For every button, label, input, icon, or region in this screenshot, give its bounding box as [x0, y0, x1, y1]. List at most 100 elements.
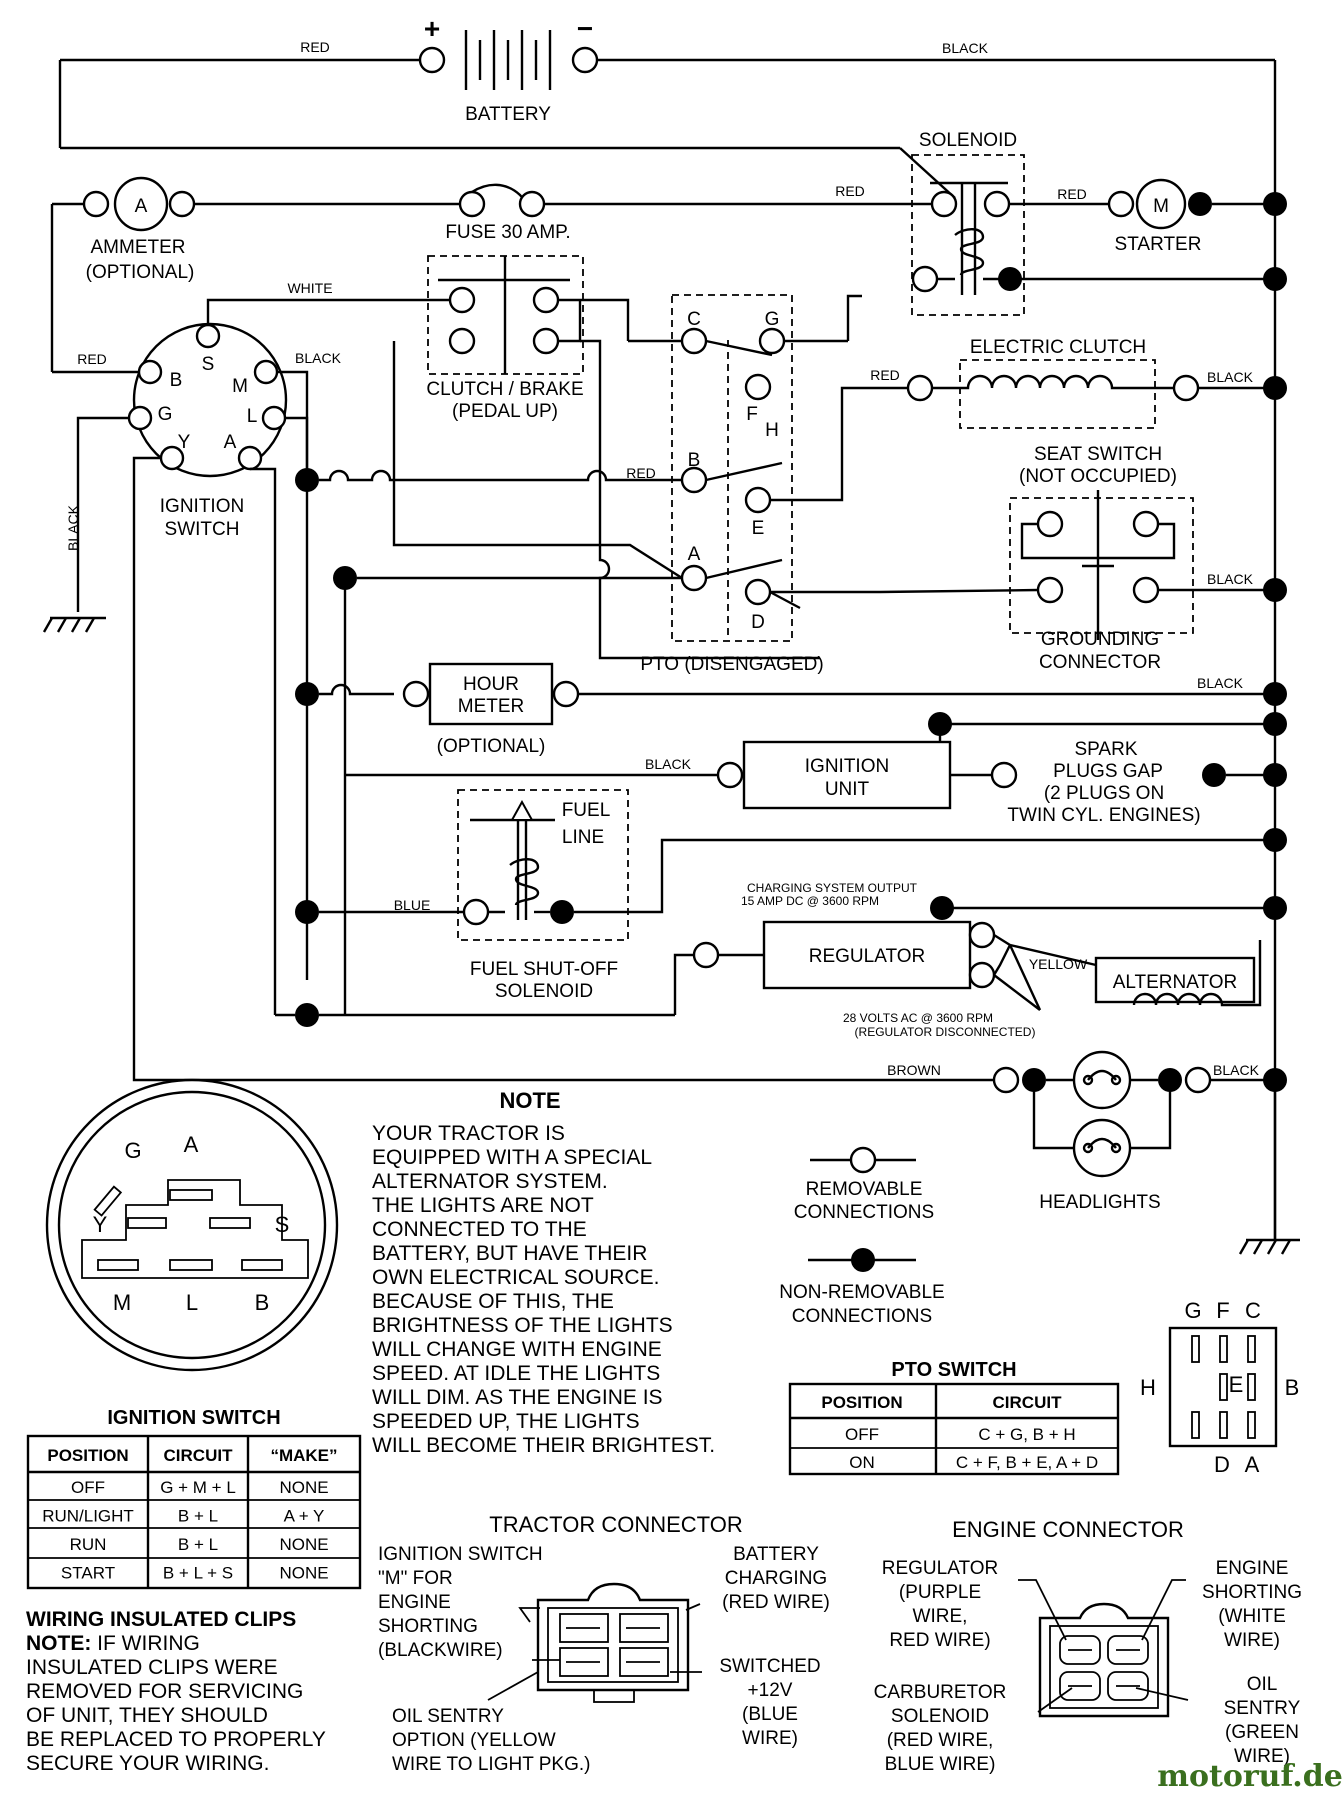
ignition-unit-black: BLACK [645, 756, 692, 772]
engine-connector-text: WIRE) [1224, 1630, 1280, 1651]
ignition-switch: S B M G L Y A IGNITION SWITCH RED WHITE … [65, 280, 342, 551]
spark-line-1: SPARK [1074, 739, 1137, 760]
note-line: BRIGHTNESS OF THE LIGHTS [372, 1314, 673, 1337]
face-ign-y: Y [93, 1212, 108, 1237]
note-line: BATTERY, BUT HAVE THEIR [372, 1242, 647, 1265]
legend-nonremovable-2: CONNECTIONS [792, 1306, 932, 1327]
ign-wire-black-m: BLACK [295, 350, 342, 366]
solenoid: SOLENOID RED RED [835, 130, 1275, 316]
starter: M STARTER [1107, 178, 1275, 255]
ign-term-m: M [232, 376, 248, 397]
table-cell: OFF [845, 1425, 879, 1444]
clips-title: WIRING INSULATED CLIPS [26, 1608, 296, 1631]
clips-note-bold: NOTE: [26, 1632, 91, 1655]
ignition-wiring [42, 298, 994, 1082]
hour-meter: HOUR METER (OPTIONAL) BLACK [402, 662, 1275, 757]
tractor-connector-text: OPTION (YELLOW [392, 1730, 556, 1751]
tractor-connector-text: IGNITION SWITCH [378, 1544, 543, 1565]
engine-connector-text: SOLENOID [891, 1706, 989, 1727]
tractor-connector: TRACTOR CONNECTOR IGNITION SWITCH"M" FOR… [378, 1512, 830, 1775]
tractor-connector-text: ENGINE [378, 1592, 451, 1613]
ground-bus [1238, 192, 1300, 1255]
electric-clutch-red: RED [870, 367, 900, 383]
note-line: SPEEDED UP, THE LIGHTS [372, 1410, 640, 1433]
note-line: ALTERNATOR SYSTEM. [372, 1170, 608, 1193]
engine-connector-text: ENGINE [1216, 1558, 1289, 1579]
table-header: CIRCUIT [993, 1393, 1063, 1412]
table-cell: RUN/LIGHT [42, 1507, 134, 1526]
table-header: POSITION [821, 1393, 902, 1412]
face-ign-l: L [186, 1290, 198, 1315]
battery-minus: − [577, 13, 593, 44]
fuel-solenoid-label-2: SOLENOID [495, 981, 593, 1002]
pto-face-f: F [1216, 1298, 1229, 1323]
pto-label: PTO (DISENGAGED) [640, 654, 823, 675]
seat-switch: SEAT SWITCH (NOT OCCUPIED) BLACK GROUNDI… [770, 444, 1275, 673]
clips-line-5: BE REPLACED TO PROPERLY [26, 1728, 326, 1751]
face-ign-m: M [113, 1290, 131, 1315]
ign-switch-label-2: SWITCH [165, 519, 240, 540]
regulator-label: REGULATOR [809, 946, 926, 967]
fuel-solenoid-label-1: FUEL SHUT-OFF [470, 959, 618, 980]
grounding-label-2: CONNECTOR [1039, 652, 1161, 673]
clips-line-4: OF UNIT, THEY SHOULD [26, 1704, 268, 1727]
legend-removable-1: REMOVABLE [806, 1179, 923, 1200]
solenoid-red-out: RED [1057, 186, 1087, 202]
seat-switch-label-1: SEAT SWITCH [1034, 444, 1162, 465]
ammeter-optional: (OPTIONAL) [86, 262, 195, 283]
note-line: THE LIGHTS ARE NOT [372, 1194, 594, 1217]
ign-switch-label-1: IGNITION [160, 496, 244, 517]
battery: + − BATTERY RED BLACK [58, 13, 1277, 1240]
spark-line-2: PLUGS GAP [1053, 761, 1163, 782]
pto-switch: C G F H B E A D PTO (DISENGAGED) RED [626, 294, 862, 675]
clips-line-6: SECURE YOUR WIRING. [26, 1752, 269, 1775]
table-cell: OFF [71, 1478, 105, 1497]
fuel-line-2: LINE [562, 827, 604, 848]
ignition-table-title: IGNITION SWITCH [107, 1407, 280, 1429]
pto-term-h: H [765, 420, 779, 441]
alternator-note-1: 28 VOLTS AC @ 3600 RPM [843, 1011, 993, 1025]
pto-wire-red: RED [626, 465, 656, 481]
wiring-clips-note: WIRING INSULATED CLIPS NOTE: IF WIRING I… [26, 1608, 326, 1775]
table-cell: B + L [178, 1535, 218, 1554]
engine-connector: ENGINE CONNECTOR REGULATOR(PURPLEWIRE,RE… [874, 1517, 1302, 1775]
ammeter-symbol: A [135, 196, 148, 217]
tractor-connector-text: WIRE TO LIGHT PKG.) [392, 1754, 590, 1775]
table-cell: RUN [70, 1535, 107, 1554]
legend-nonremovable-1: NON-REMOVABLE [779, 1282, 944, 1303]
tractor-connector-title: TRACTOR CONNECTOR [489, 1512, 742, 1537]
face-ign-g: G [124, 1138, 141, 1163]
ammeter-label: AMMETER [91, 237, 186, 258]
alternator-yellow: YELLOW [1029, 956, 1088, 972]
ignition-switch-face: G A Y S M L B [45, 1078, 339, 1372]
face-ign-a: A [184, 1132, 199, 1157]
pto-term-c: C [687, 309, 701, 330]
note-line: WILL CHANGE WITH ENGINE [372, 1338, 662, 1361]
ign-term-b: B [170, 370, 183, 391]
face-ign-b: B [255, 1290, 270, 1315]
headlights-black: BLACK [1213, 1062, 1260, 1078]
engine-connector-text: (WHITE [1218, 1606, 1286, 1627]
hour-meter-optional: (OPTIONAL) [437, 736, 546, 757]
tractor-connector-text: CHARGING [725, 1568, 827, 1589]
fuel-shutoff-solenoid: FUEL LINE FUEL SHUT-OFF SOLENOID BLUE [394, 789, 1275, 1002]
ign-term-l: L [247, 406, 258, 427]
table-cell: C + G, B + H [978, 1425, 1075, 1444]
pto-face-g: G [1184, 1298, 1201, 1323]
tractor-connector-text: (BLACKWIRE) [378, 1640, 503, 1661]
ignition-unit-label-1: IGNITION [805, 756, 889, 777]
starter-symbol: M [1153, 196, 1169, 217]
ignition-unit-label-2: UNIT [825, 779, 870, 800]
pto-face-e: E [1229, 1372, 1244, 1397]
headlights-brown: BROWN [887, 1062, 941, 1078]
table-cell: B + L + S [163, 1564, 233, 1583]
ign-term-y: Y [178, 432, 191, 453]
